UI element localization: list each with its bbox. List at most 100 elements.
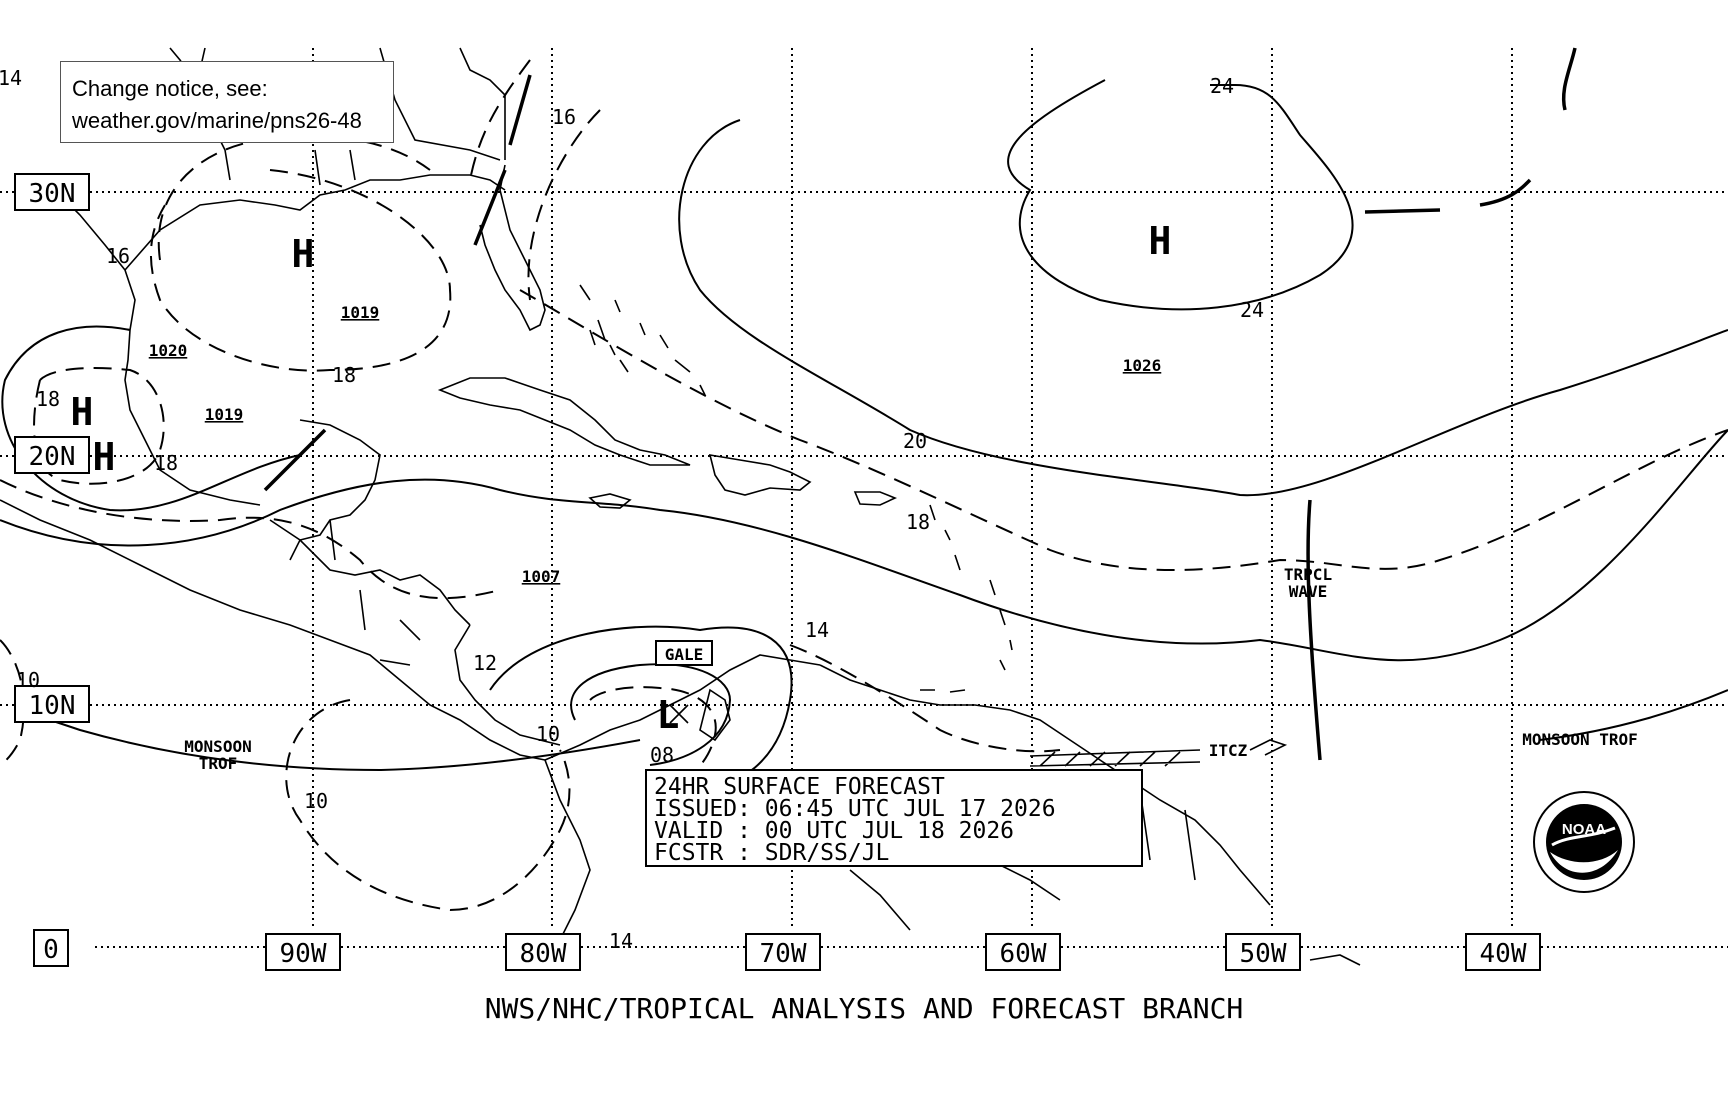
forecast-issued: ISSUED: 06:45 UTC JUL 17 2026 — [654, 796, 1056, 822]
venezuela-coast — [819, 664, 1271, 906]
pressure-value-1019-yucatan: 1019 — [205, 405, 244, 424]
isobars-solid — [0, 79, 1728, 791]
us-interior-5 — [314, 149, 356, 186]
footer-credit: NWS/NHC/TROPICAL ANALYSIS AND FORECAST B… — [485, 992, 1244, 1025]
lon-label-40w: 40W — [1480, 939, 1527, 969]
isobar-label: 16 — [552, 105, 576, 129]
pressure-value-1020: 1020 — [149, 341, 188, 360]
grid — [0, 48, 1728, 948]
lat-label-30n: 30N — [29, 179, 76, 209]
isobar-1024-ring — [1007, 79, 1354, 311]
isobar-label: 24 — [1240, 298, 1264, 322]
isobar-dashed-1018-gulf — [150, 169, 452, 372]
lon-label-60w: 60W — [1000, 939, 1047, 969]
itcz-hatch — [1029, 739, 1288, 767]
lat-label-20n: 20N — [29, 442, 76, 472]
lon-label-80w: 80W — [520, 939, 567, 969]
lake-maracaibo — [699, 688, 731, 742]
tropical-wave-label-1: TRPCL — [1284, 565, 1332, 584]
isobar-label: 14 — [805, 618, 829, 642]
itcz-label: ITCZ — [1209, 741, 1248, 760]
isobar-label: 18 — [36, 387, 60, 411]
high-center-atlantic: H — [1149, 219, 1172, 263]
pressure-centers: H H H H L — [71, 219, 1172, 737]
isobar-monsoon — [19, 709, 641, 772]
monsoon-trough-east-label: MONSOON TROF — [1522, 730, 1638, 749]
isobar-label: 12 — [473, 651, 497, 675]
isobar-dashed-gulf-outer — [0, 479, 501, 600]
low-center-colombia: L — [657, 693, 680, 737]
change-notice-box: Change notice, see: weather.gov/marine/p… — [60, 61, 394, 143]
noaa-logo: NOAA — [1533, 791, 1635, 893]
isobar-1020 — [678, 119, 1728, 497]
front-ne-1 — [1364, 208, 1441, 214]
change-notice-line-1: Change notice, see: — [72, 76, 268, 101]
yucatan — [289, 419, 381, 561]
cuba — [437, 377, 691, 466]
monsoon-trough-west-label-2: TROF — [199, 754, 238, 773]
high-center-gulf: H — [292, 232, 315, 276]
isobar-label: 08 — [650, 743, 674, 767]
lat-label-0: 0 — [43, 935, 59, 965]
us-interior-3 — [459, 47, 506, 160]
tropical-wave-label-2: WAVE — [1289, 582, 1328, 601]
forecast-valid: VALID : 00 UTC JUL 18 2026 — [654, 818, 1014, 844]
pressure-value-1026: 1026 — [1123, 356, 1162, 375]
isobar-label: 10 — [16, 668, 40, 692]
high-center-texas: H — [71, 390, 94, 434]
gulf-coast-north — [124, 174, 506, 271]
front-ne-2 — [1479, 178, 1532, 207]
label-frames — [14, 173, 1541, 971]
south-america-east — [1309, 954, 1361, 966]
monsoon-trough-west-label-1: MONSOON — [184, 737, 251, 756]
isobar-dashed-1018-atl — [519, 289, 1728, 571]
noaa-logo-text: NOAA — [1562, 821, 1606, 838]
forecast-forecaster: FCSTR : SDR/SS/JL — [654, 840, 889, 866]
isobar-dashed-14 — [469, 59, 1061, 753]
tropical-wave-axis — [1306, 499, 1322, 761]
hispaniola — [708, 454, 812, 496]
bahamas — [579, 284, 706, 396]
lon-label-90w: 90W — [280, 939, 327, 969]
isobar-dashed-west-h — [33, 367, 165, 485]
isobar-low-ring-2 — [570, 663, 732, 766]
isobar-label: 18 — [154, 451, 178, 475]
isobar-caribbean-low — [0, 429, 1728, 662]
front-ne-3 — [1561, 47, 1577, 111]
isobar-label: 18 — [906, 510, 930, 534]
trough-florida-1 — [508, 74, 532, 146]
isobar-label: 18 — [332, 363, 356, 387]
isobar-label: 10 — [304, 789, 328, 813]
isobar-dashed-16-east — [527, 109, 601, 301]
puerto-rico — [853, 491, 898, 506]
trough-florida-2 — [473, 169, 507, 246]
forecast-title: 24HR SURFACE FORECAST — [654, 774, 945, 800]
central-america-north — [269, 519, 471, 626]
isobar-labels: 14 16 16 18 18 18 24 24 20 18 14 12 10 0… — [0, 66, 1264, 953]
change-notice-link[interactable]: weather.gov/marine/pns26-48 — [72, 108, 362, 133]
isobar-label: 10 — [536, 722, 560, 746]
pressure-value-1019-gulf: 1019 — [341, 303, 380, 322]
florida — [479, 164, 546, 332]
central-america-pacific — [0, 499, 546, 761]
low-center-x-mark — [669, 704, 689, 724]
isobar-label: 14 — [0, 66, 22, 90]
central-america-caribbean — [454, 624, 561, 746]
us-interior-2 — [379, 47, 501, 161]
isobar-east-monsoon — [1539, 689, 1728, 741]
jamaica — [588, 493, 632, 509]
isobar-label: 14 — [609, 929, 633, 953]
isobar-label: 20 — [903, 429, 927, 453]
lon-label-50w: 50W — [1240, 939, 1287, 969]
isobar-label: 16 — [106, 244, 130, 268]
fronts — [263, 47, 1577, 761]
lat-label-10n: 10N — [29, 691, 76, 721]
isobar-dashed-low — [589, 686, 717, 791]
lon-label-70w: 70W — [760, 939, 807, 969]
trough-yucatan — [263, 428, 327, 492]
isobar-low-ring-1 — [489, 625, 793, 791]
lesser-antilles — [920, 504, 1013, 693]
isobars-dashed — [0, 59, 1728, 912]
coastlines — [0, 47, 1361, 971]
